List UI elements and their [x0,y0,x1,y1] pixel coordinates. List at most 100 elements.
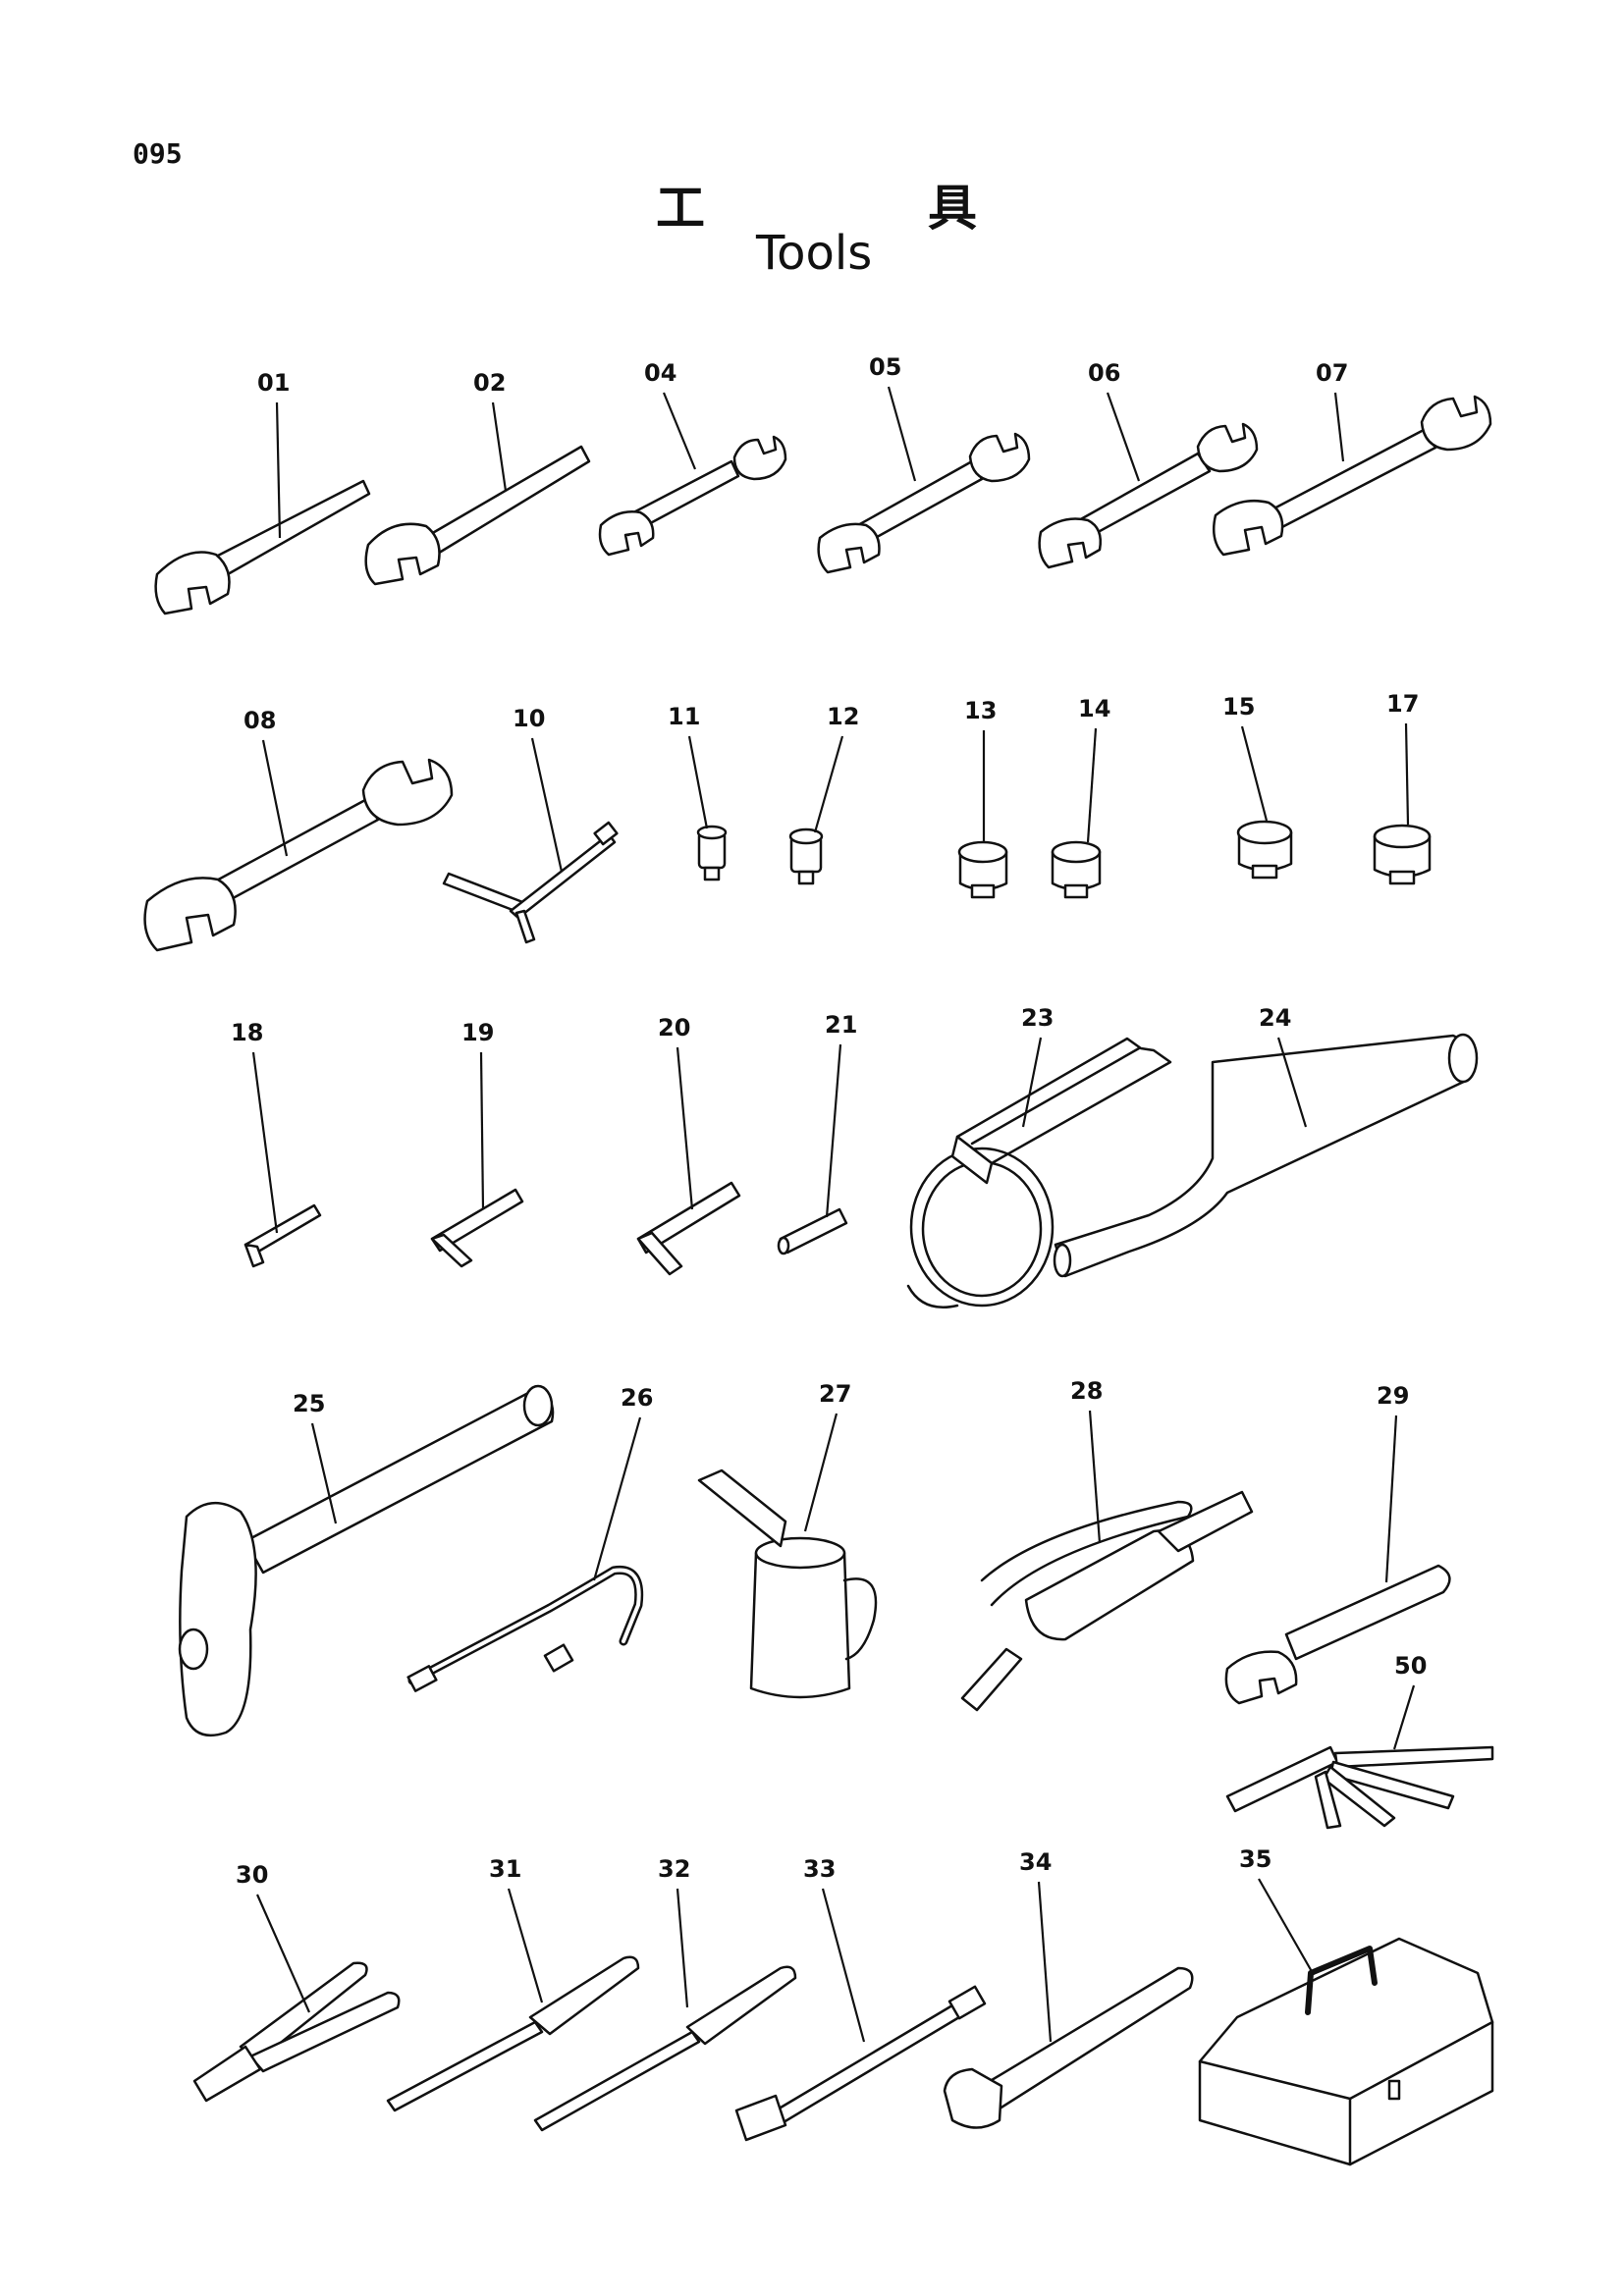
label-23: 23 [1021,1004,1054,1032]
leader-35 [1258,1878,1315,1976]
leader-17 [1404,722,1410,826]
tool-06-double-wrench [1038,422,1259,569]
page-number: 095 [133,137,183,170]
label-06: 06 [1088,359,1120,387]
tool-01-single-wrench [154,479,371,615]
label-21: 21 [825,1011,857,1039]
tool-11-socket [696,825,728,881]
leader-33 [821,1888,866,2043]
tool-02-single-wrench [364,445,591,586]
title-japanese-1: 工 [656,180,705,237]
leader-50 [1392,1684,1416,1750]
tool-30-pliers [192,1961,401,2103]
leader-08 [261,739,289,857]
leader-11 [687,735,709,829]
label-07: 07 [1316,359,1348,387]
label-04: 04 [644,359,676,387]
tool-12-socket [788,828,824,885]
label-11: 11 [668,703,700,730]
label-01: 01 [257,369,290,397]
title-english: Tools [756,226,873,281]
tool-08-double-wrench-large [143,758,454,952]
leader-04 [662,392,697,470]
tool-31-flat-screwdriver [386,1955,640,2112]
label-18: 18 [231,1019,263,1046]
leader-06 [1106,392,1141,482]
leader-01 [275,401,282,539]
leader-18 [251,1051,279,1234]
leader-29 [1384,1415,1398,1583]
leader-28 [1088,1410,1102,1544]
tool-18-hex-key [243,1203,322,1268]
label-35: 35 [1239,1845,1271,1873]
tool-17-socket [1373,824,1432,885]
leader-30 [255,1894,311,2013]
tool-27-oil-can [697,1468,878,1699]
leader-15 [1240,725,1269,822]
tool-04-double-wrench [598,435,787,557]
tool-07-double-wrench [1213,395,1492,557]
leader-26 [592,1416,642,1581]
label-08: 08 [243,707,276,734]
label-05: 05 [869,353,901,381]
leader-24 [1276,1037,1308,1128]
tool-34-ratchet-handle [943,1966,1194,2129]
leader-12 [813,735,844,833]
label-15: 15 [1222,693,1255,721]
tool-20-hex-key [636,1181,741,1276]
tool-24-pipe-handle [1053,1033,1479,1278]
label-30: 30 [236,1861,268,1889]
leader-14 [1086,727,1098,843]
tool-28-grease-gun [960,1490,1254,1712]
label-13: 13 [964,697,997,724]
tool-32-phillips-screwdriver [533,1965,797,2132]
label-17: 17 [1386,690,1419,718]
title-japanese-2: 具 [928,180,977,237]
label-29: 29 [1377,1382,1409,1410]
leader-05 [887,386,917,482]
label-27: 27 [819,1380,851,1408]
leader-34 [1037,1881,1053,2043]
leader-20 [676,1046,694,1210]
label-28: 28 [1070,1377,1103,1405]
label-10: 10 [513,705,545,732]
leader-19 [479,1051,485,1210]
leader-10 [530,737,564,873]
leader-32 [676,1888,689,2008]
label-26: 26 [621,1384,653,1412]
tool-15-socket [1236,820,1293,880]
leader-25 [310,1422,338,1524]
tool-21-hex-bit [777,1207,848,1255]
leader-02 [491,401,508,492]
label-50: 50 [1394,1652,1427,1680]
label-02: 02 [473,369,506,397]
label-19: 19 [461,1019,494,1046]
label-34: 34 [1019,1848,1052,1876]
tool-13-socket [957,840,1008,899]
tool-05-double-wrench [817,432,1031,574]
tool-35-tool-box [1198,1937,1494,2166]
label-31: 31 [489,1855,521,1883]
label-14: 14 [1078,695,1110,722]
label-24: 24 [1259,1004,1291,1032]
label-25: 25 [293,1390,325,1417]
leader-21 [825,1043,842,1218]
tool-29-adjustable-wrench [1224,1564,1451,1705]
tool-26-flex-hose [406,1565,644,1692]
label-12: 12 [827,703,859,730]
label-20: 20 [658,1014,690,1041]
tool-23-filter-wrench [906,1037,1172,1308]
leader-07 [1333,392,1345,462]
label-32: 32 [658,1855,690,1883]
tool-33-extension-bar [734,1985,987,2142]
leader-27 [803,1413,839,1532]
leader-23 [1021,1037,1043,1128]
tool-25-hammer [178,1384,555,1737]
tool-10-t-handle [442,821,619,944]
tool-50-feeler-gauge [1225,1745,1494,1830]
tool-14-socket [1051,840,1102,899]
label-33: 33 [803,1855,836,1883]
leader-31 [507,1888,544,2003]
tool-19-hex-key [430,1188,524,1268]
